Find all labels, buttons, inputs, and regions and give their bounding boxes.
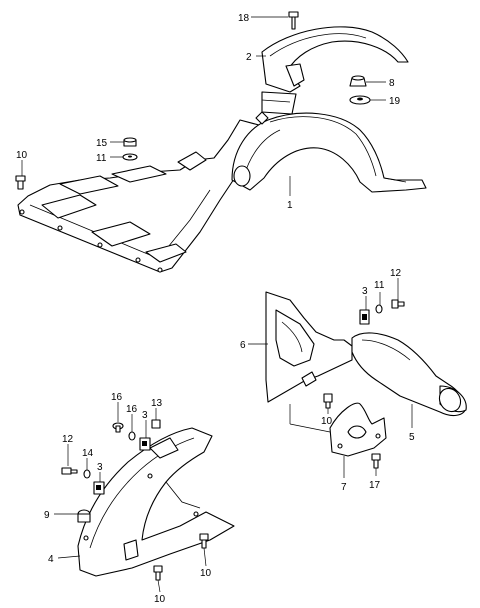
callout-1: 1 [287,200,293,211]
clip-13 [151,419,161,429]
nut-14 [123,137,137,147]
callout-7: 7 [341,482,347,493]
callout-14: 15 [96,138,108,149]
screw-17 [112,422,124,433]
screw-10-left [15,175,26,190]
callout-13: 13 [151,398,163,409]
callout-16-lower: 14 [82,448,94,459]
callout-3-lower: 3 [97,462,103,473]
bracket-7 [329,402,387,457]
washer-11-top [122,153,138,161]
screw-10-lower-left [153,565,163,581]
callout-4: 4 [48,554,54,565]
callout-10-left: 10 [16,150,28,161]
callout-15: 18 [238,13,250,24]
callout-6: 6 [240,340,246,351]
washer-11-right [375,304,383,314]
screw-12-right [391,299,405,309]
clip-nut-3-upper [139,437,151,451]
leader-lines [21,16,413,593]
callout-11-top: 11 [96,153,107,164]
callout-8: 8 [389,78,395,89]
screw-10-right [323,393,333,409]
callout-labels: 18 2 8 19 15 11 10 1 3 11 12 6 10 5 7 17… [16,13,415,605]
callout-3-right: 3 [362,286,368,297]
bumper-9 [77,509,91,523]
callout-19: 19 [389,96,401,107]
underbody-panel [17,111,427,273]
callout-12-right: 12 [390,268,402,279]
callout-18: 17 [369,480,381,491]
screw-15 [288,11,299,30]
callout-9: 9 [44,510,50,521]
callout-12-lower: 12 [62,434,74,445]
side-panel-6 [265,291,353,403]
screw-12-lower [61,467,78,475]
callout-10-lower-right: 10 [200,568,212,579]
washer-19 [349,95,371,105]
callout-11-right: 11 [374,280,385,291]
callout-5: 5 [409,432,415,443]
nut-8 [349,75,367,87]
screw-18 [371,453,381,469]
fender-liner-4 [77,427,235,577]
duct-5 [351,332,467,417]
washer-16-upper [128,431,136,441]
washer-16-lower [83,469,91,479]
callout-2: 2 [246,52,252,63]
clip-nut-3-right [359,309,370,325]
callout-10-lower-left: 10 [154,594,166,605]
clip-nut-3-lower [93,481,105,495]
arch-trim [261,26,409,115]
callout-16-upper: 16 [126,404,138,415]
callout-10-right: 10 [321,416,333,427]
callout-17: 16 [111,392,123,403]
callout-3-upper: 3 [142,410,148,421]
